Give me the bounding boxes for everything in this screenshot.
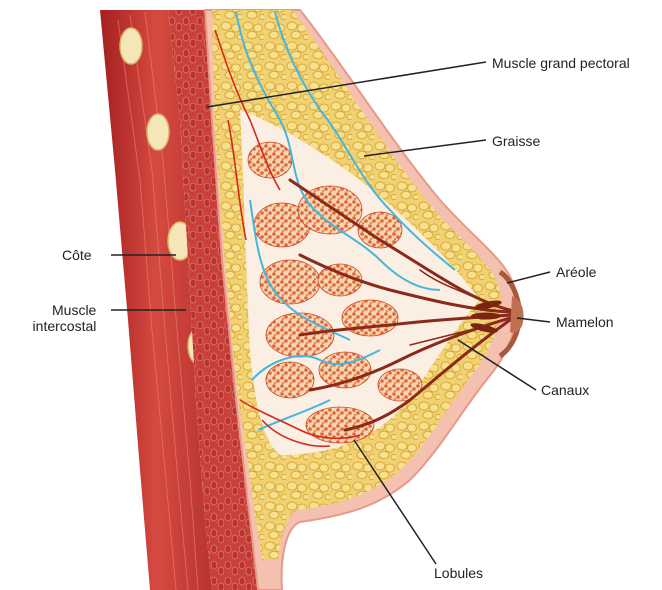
label-canaux: Canaux: [541, 382, 589, 398]
label-mamelon: Mamelon: [556, 314, 614, 330]
label-muscle-intercostal-line2: intercostal: [28, 318, 96, 334]
label-muscle-intercostal: Muscle intercostal: [28, 302, 96, 334]
rib: [147, 114, 169, 150]
label-muscle-intercostal-line1: Muscle: [28, 302, 96, 318]
label-lobules: Lobules: [434, 565, 483, 581]
label-areole: Aréole: [556, 264, 596, 280]
label-graisse: Graisse: [492, 133, 540, 149]
label-muscle-grand-pectoral: Muscle grand pectoral: [492, 55, 630, 71]
label-cote: Côte: [62, 247, 92, 263]
leader-areole: [507, 272, 550, 283]
rib: [120, 28, 142, 64]
nipple: [510, 296, 524, 333]
